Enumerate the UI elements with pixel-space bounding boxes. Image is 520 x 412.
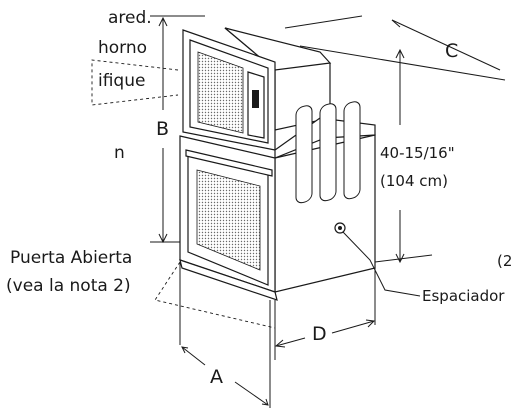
microwave-window [197, 51, 244, 134]
dimension-c-lines [284, 15, 506, 81]
spacer-leader [342, 231, 421, 297]
door-open-label: Puerta Abierta [10, 248, 133, 268]
spacer-screw [334, 222, 346, 234]
dimension-b-lines [150, 15, 205, 244]
left-fragment-1: ared. [108, 8, 152, 28]
side-ribs [295, 101, 361, 204]
dimension-label-a: A [210, 366, 223, 388]
right-fragment: (2 [497, 252, 513, 270]
dimension-height-lines [374, 48, 433, 264]
left-fragment-4: n [114, 143, 125, 163]
left-fragment-3: ifique [98, 71, 146, 91]
spacer-label: Espaciador [422, 287, 505, 305]
height-metric: (104 cm) [380, 172, 448, 190]
dimension-label-b: B [156, 118, 170, 140]
door-open-dashed [91, 59, 276, 329]
door-open-note: (vea la nota 2) [6, 276, 131, 296]
left-fragment-2: horno [98, 38, 148, 58]
dimension-a-lines [179, 262, 271, 408]
dimension-label-c: C [445, 40, 459, 62]
height-imperial: 40-15/16" [380, 144, 455, 162]
dimension-label-d: D [312, 323, 327, 345]
oven-window [196, 169, 261, 271]
